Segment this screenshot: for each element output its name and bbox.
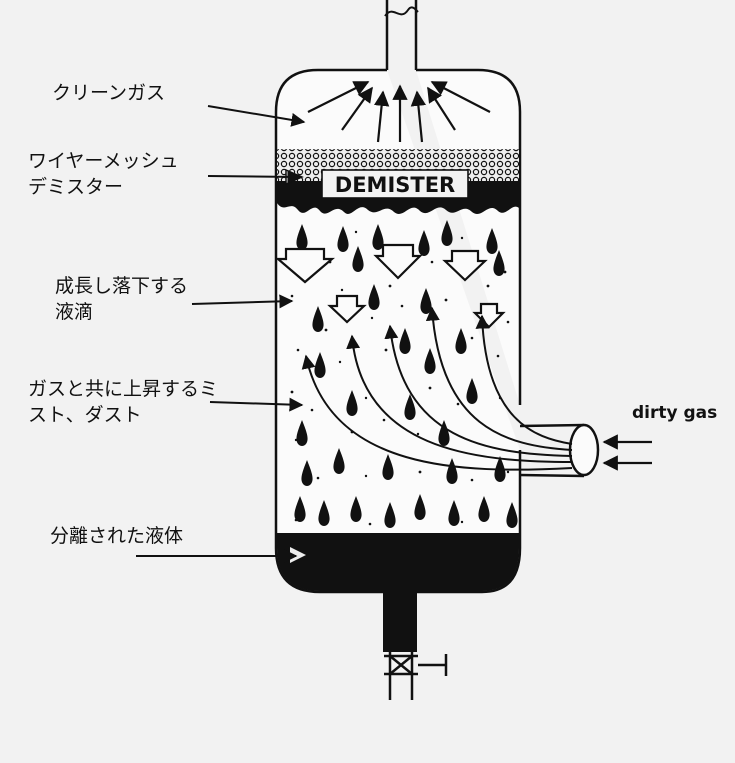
demister-drip-edge (277, 203, 519, 215)
label-growing-droplets: 成長し落下する 液滴 (55, 273, 188, 325)
demister-label: DEMISTER (335, 173, 455, 197)
label-dirty-gas-text: dirty gas (632, 403, 718, 423)
down-arrow-icon (327, 294, 367, 324)
drain-pipe (383, 590, 417, 652)
outlet-pipe-break (384, 6, 419, 17)
label-mist-line2: スト、ダスト (28, 404, 142, 426)
down-arrow-icon (373, 243, 423, 280)
dirty-gas-arrows (602, 434, 652, 471)
label-droplets-line1: 成長し落下する (55, 275, 189, 297)
label-rising-mist: ガスと共に上昇するミ スト、ダスト (28, 376, 218, 428)
label-clean-gas-text: クリーンガス (52, 82, 166, 104)
down-arrow-icon (275, 247, 335, 284)
label-separated-liquid-text: 分離された液体 (50, 525, 184, 547)
demister-label-box (321, 169, 469, 199)
label-separated-liquid: 分離された液体 (50, 523, 183, 549)
label-leader-arrows (136, 105, 306, 563)
label-mist-line1: ガスと共に上昇するミ (28, 378, 219, 400)
label-wire-mesh-line1: ワイヤーメッシュ (28, 150, 179, 172)
label-droplets-line2: 液滴 (55, 301, 94, 323)
drain-valve-icon (384, 652, 448, 700)
mist-flow-arrows (301, 306, 573, 471)
outlet-pipe (385, 0, 418, 70)
clean-gas-arrows (307, 81, 491, 143)
mist-specks (290, 230, 510, 526)
liquid-pool (277, 533, 519, 591)
label-dirty-gas: dirty gas (632, 400, 717, 426)
label-wire-mesh-demister: ワイヤーメッシュ デミスター (28, 148, 179, 200)
label-wire-mesh-line2: デミスター (28, 176, 124, 198)
down-arrow-icon (442, 249, 488, 282)
label-clean-gas: クリーンガス (52, 80, 165, 106)
